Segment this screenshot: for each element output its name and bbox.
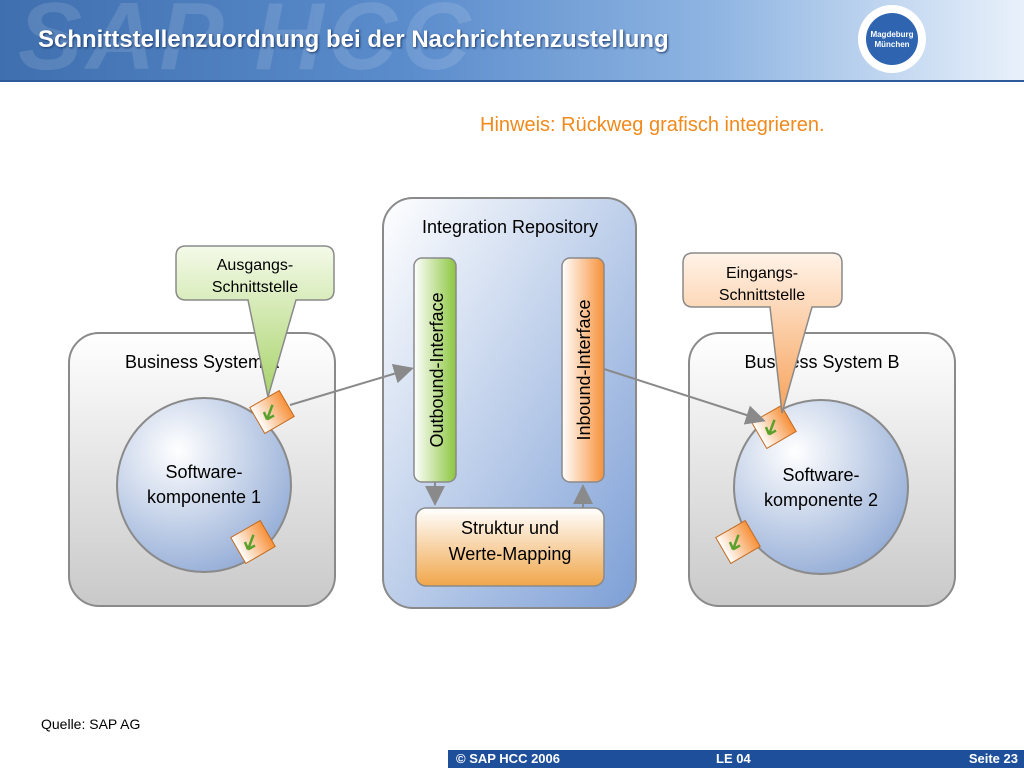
logo-city-2: München xyxy=(874,40,909,49)
business-system-a-label: Business System A xyxy=(125,352,279,372)
header-divider xyxy=(0,80,1024,82)
callout-inbound-line1: Eingangs- xyxy=(726,265,798,282)
mapping-box xyxy=(415,507,605,587)
inbound-to-system-b-arrow xyxy=(603,368,766,425)
callout-outbound-line2: Schnittstelle xyxy=(212,279,298,296)
outbound-interface-label: Outbound-Interface xyxy=(427,292,447,447)
callout-inbound-line2: Schnittstelle xyxy=(719,287,805,304)
business-system-b-label: Business System B xyxy=(744,352,899,372)
interface-tag-a-upper-icon xyxy=(249,389,295,435)
hint-text: Hinweis: Rückweg grafisch integrieren. xyxy=(480,114,825,136)
callout-inbound xyxy=(682,252,843,414)
mapping-label-line2: Werte-Mapping xyxy=(449,544,572,564)
software-component-1-label-line1: Software- xyxy=(165,462,242,482)
mapping-label-line1: Struktur und xyxy=(461,518,559,538)
software-component-2 xyxy=(733,399,909,575)
header-watermark: SAP HCC xyxy=(18,0,475,80)
system-a-to-outbound-arrow xyxy=(289,364,414,406)
footer-unit: LE 04 xyxy=(716,751,751,766)
interface-tag-b-lower-icon xyxy=(715,519,761,565)
callout-outbound-line1: Ausgangs- xyxy=(217,257,294,274)
header-bar: SAP HCC Schnittstellenzuordnung bei der … xyxy=(0,0,1024,80)
integration-repository-label: Integration Repository xyxy=(422,217,598,237)
software-component-2-label-line2: komponente 2 xyxy=(764,490,878,510)
callout-outbound xyxy=(175,245,335,398)
footer-page-number: Seite 23 xyxy=(968,751,1018,766)
software-component-2-label-line1: Software- xyxy=(782,465,859,485)
footer-bar: © SAP HCC 2006 LE 04 Seite 23 xyxy=(448,750,1024,768)
source-note: Quelle: SAP AG xyxy=(41,716,141,732)
inbound-interface-label: Inbound-Interface xyxy=(574,299,594,440)
software-component-1-label-line2: komponente 1 xyxy=(147,487,261,507)
sap-hcc-logo: Magdeburg München xyxy=(858,5,926,73)
logo-city-1: Magdeburg xyxy=(870,30,913,39)
footer-copyright: © SAP HCC 2006 xyxy=(456,751,560,766)
interface-tag-a-lower-icon xyxy=(230,519,276,565)
page-title: Schnittstellenzuordnung bei der Nachrich… xyxy=(38,26,669,53)
